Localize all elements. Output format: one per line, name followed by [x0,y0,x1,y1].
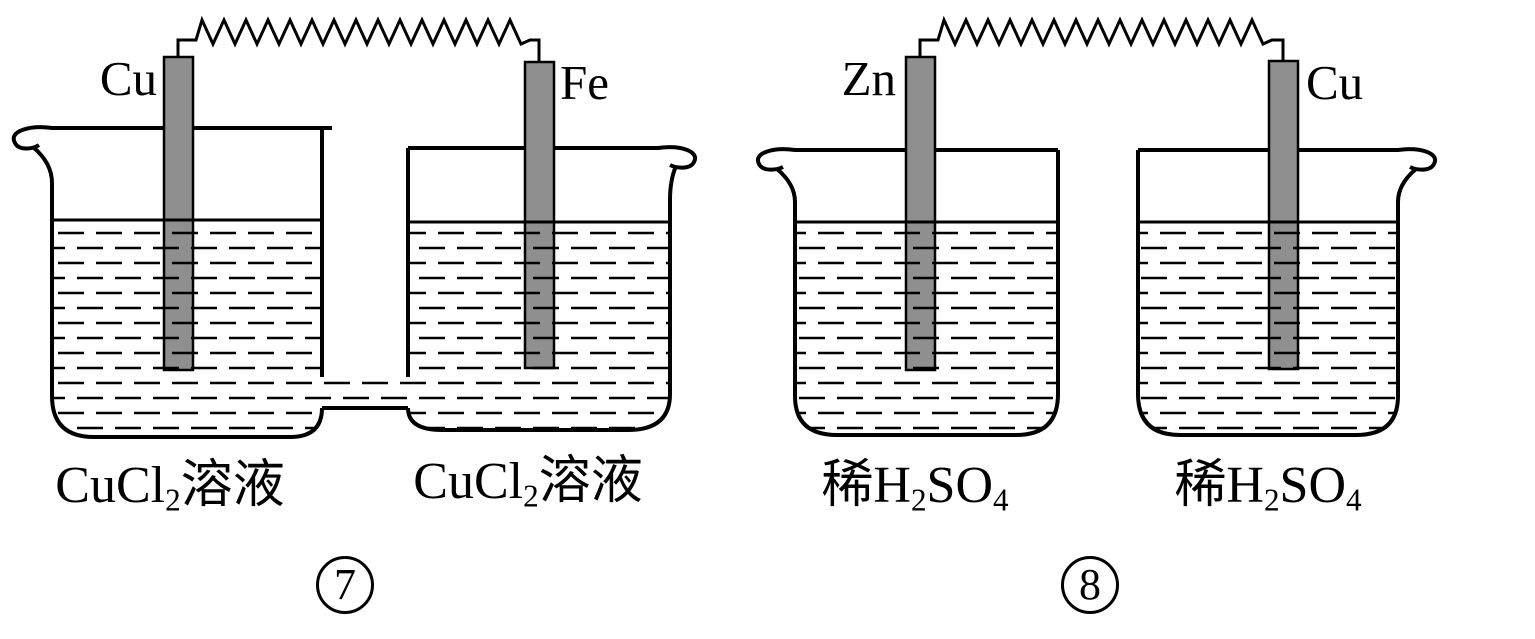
formula-text: 稀H [821,457,911,514]
beaker-8-left-rim [755,147,1058,172]
solution-label-cucl2-right: CuCl2溶液 [413,453,643,512]
liquid-cucl2 [52,220,670,437]
figure-7-cell [11,15,698,439]
electrode-label-fe-7: Fe [560,55,609,110]
electrode-label-zn-8: Zn [841,51,896,106]
formula-subscript: 4 [993,482,1009,518]
formula-subscript: 2 [523,478,539,514]
liquid-h2so4-left [795,222,1058,435]
electrode-label-cu-8: Cu [1306,55,1364,110]
beaker-7-left-rim [11,125,332,151]
formula-subscript: 2 [910,482,927,518]
electrode-label-cu-7: Cu [99,51,157,106]
formula-text: SO [926,457,994,514]
beaker-8-right-rim [1138,147,1438,172]
liquid-h2so4-right [1138,222,1398,435]
resistor-wire-7 [176,15,541,62]
figure-8-number: 8 [1061,556,1119,614]
formula-text: CuCl [413,453,524,510]
figure-number-text: 7 [334,560,356,609]
solution-suffix: 溶液 [538,453,643,510]
figure-7-number: 7 [316,556,374,614]
resistor-wire-8 [918,15,1285,61]
formula-text: SO [1279,457,1347,514]
formula-subscript: 4 [1346,482,1362,518]
figure-number-text: 8 [1079,560,1101,609]
formula-subscript: 2 [1263,482,1280,518]
solution-suffix: 溶液 [180,457,285,514]
solution-label-h2so4-left: 稀H2SO4 [821,457,1008,516]
figure-8-cell [755,15,1438,437]
solution-label-cucl2-left: CuCl2溶液 [55,457,285,516]
formula-text: CuCl [55,457,166,514]
solution-label-h2so4-right: 稀H2SO4 [1174,457,1361,516]
formula-subscript: 2 [165,482,181,518]
formula-text: 稀H [1174,457,1264,514]
